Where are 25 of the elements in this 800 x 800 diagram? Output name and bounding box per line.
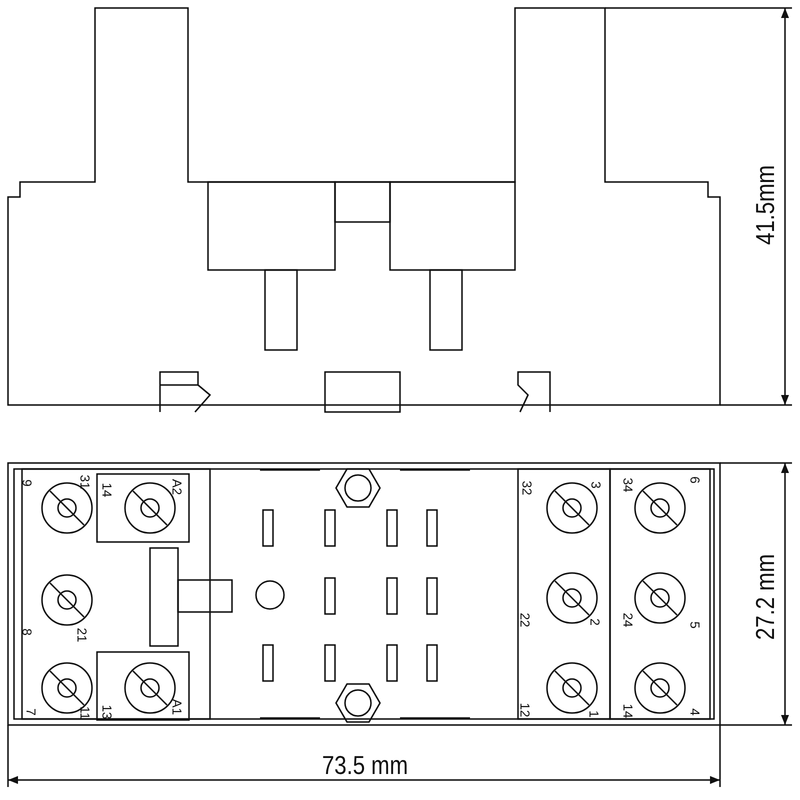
terminal-number: 8 [20,628,34,636]
terminal-number: 22 [518,612,532,628]
dimension-label: 73.5 mm [322,752,408,778]
dimension-label: 41.5mm [752,165,778,245]
terminal-number: 14 [622,704,634,718]
terminal-number: 7 [24,708,38,716]
terminal-number: 14 [100,482,114,498]
terminal-number: 31 [78,474,92,490]
terminal-number: 6 [688,476,702,484]
terminal-number: 9 [20,479,34,487]
terminal-number: 1 [588,710,600,718]
terminal-number: 13 [100,704,114,720]
terminal-number: 2 [588,618,602,626]
terminal-number: A2 [170,479,184,495]
terminal-number: 4 [688,708,702,716]
terminal-number: 21 [76,628,88,642]
terminal-number: 3 [590,481,602,489]
terminal-number: 24 [622,612,634,628]
terminal-number: 5 [688,621,702,629]
terminal-number: 11 [78,706,92,720]
terminal-number: 32 [520,480,534,496]
terminal-number: A1 [170,699,184,715]
dimension-label: 27.2 mm [752,554,778,640]
terminal-number: 34 [622,478,634,492]
terminal-number: 12 [518,702,532,718]
